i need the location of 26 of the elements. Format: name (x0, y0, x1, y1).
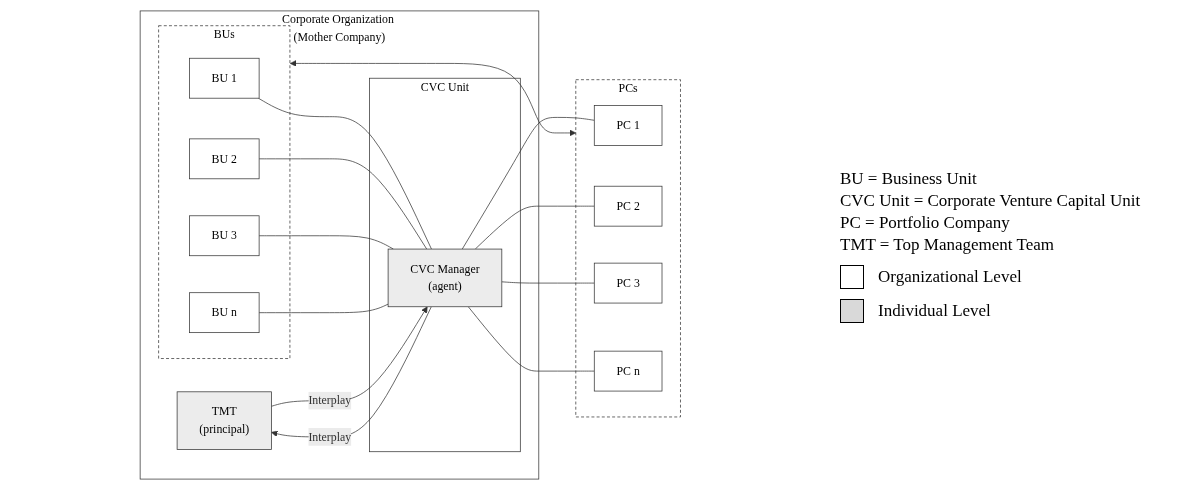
abbreviation-note: BU = Business Unit (840, 169, 978, 189)
node-box: PC 2 (593, 185, 663, 227)
node-box: BU n (188, 292, 260, 333)
connector (467, 306, 595, 372)
legend-text: Individual Level (878, 301, 991, 321)
connector (461, 117, 595, 250)
abbreviation-note: PC = Portfolio Company (840, 213, 1011, 233)
connector (258, 303, 389, 314)
node-box: PC 3 (593, 262, 663, 304)
edge-label: Interplay (308, 394, 351, 407)
abbreviation-note: CVC Unit = Corporate Venture Capital Unit (840, 191, 1141, 211)
node-box: BU 1 (188, 57, 260, 99)
node-box: CVC Manager (agent) (387, 248, 502, 308)
connector (257, 97, 432, 250)
connector (258, 158, 427, 250)
node-box: PC 1 (593, 105, 663, 146)
node-box: TMT (principal) (176, 391, 272, 450)
abbreviation-note: TMT = Top Management Team (840, 235, 1055, 255)
node-box: BU 3 (188, 215, 260, 257)
connector (474, 205, 595, 250)
legend-text: Organizational Level (878, 267, 1022, 287)
node-box: PC n (593, 350, 663, 392)
connector (258, 235, 394, 250)
edge-label: Interplay (308, 430, 351, 443)
node-box: BU 2 (188, 138, 260, 180)
connector (501, 281, 595, 284)
